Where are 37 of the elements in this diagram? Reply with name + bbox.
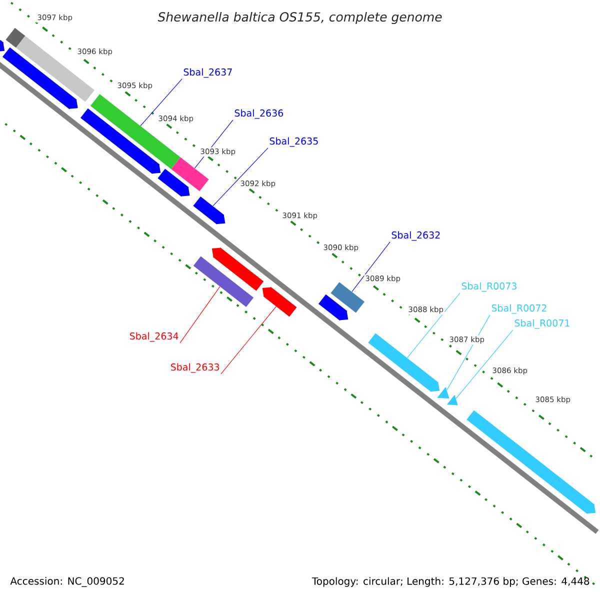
gene-feature (2, 47, 78, 110)
leader-line (456, 330, 514, 399)
gene-feature (330, 282, 364, 313)
gene-label: Sbal_2634 (130, 332, 178, 342)
gene-feature (437, 386, 450, 399)
gene-label: Sbal_2637 (184, 68, 232, 78)
gene-label: Sbal_2633 (170, 363, 220, 373)
gene-label: Sbal_R0071 (514, 319, 570, 329)
gene-feature (193, 196, 226, 224)
footer-text: Accession: NC_009052 (10, 577, 124, 587)
gene-feature (158, 168, 190, 197)
gene-label: Sbal_R0073 (462, 282, 516, 292)
leader-line (406, 292, 460, 358)
leader-line (352, 242, 390, 292)
gene-label: Sbal_2632 (392, 231, 440, 241)
leader-line (212, 148, 268, 206)
leader-line (140, 78, 182, 126)
gene-feature (262, 286, 297, 317)
gene-label: Sbal_R0072 (492, 304, 546, 314)
gene-feature (16, 36, 95, 102)
gene-feature (0, 40, 5, 52)
leader-line (446, 314, 490, 390)
footer-text: Topology: circular; Length: 5,127,376 bp; Genes: 4,448 (312, 577, 590, 587)
gene-feature (466, 410, 596, 514)
leader-line (220, 306, 276, 374)
gene-feature (90, 94, 180, 170)
gene-feature (318, 294, 348, 320)
gene-feature (368, 333, 440, 392)
gene-feature (212, 248, 264, 291)
gene-feature (6, 28, 26, 48)
gene-label: Sbal_2636 (234, 109, 284, 119)
gene-feature (171, 157, 209, 192)
gene-feature (193, 256, 254, 308)
gene-feature (446, 394, 458, 406)
gene-label: Sbal_2635 (270, 137, 318, 147)
leader-line (180, 286, 220, 344)
title: Shewanella baltica OS155, complete genome (158, 12, 442, 24)
